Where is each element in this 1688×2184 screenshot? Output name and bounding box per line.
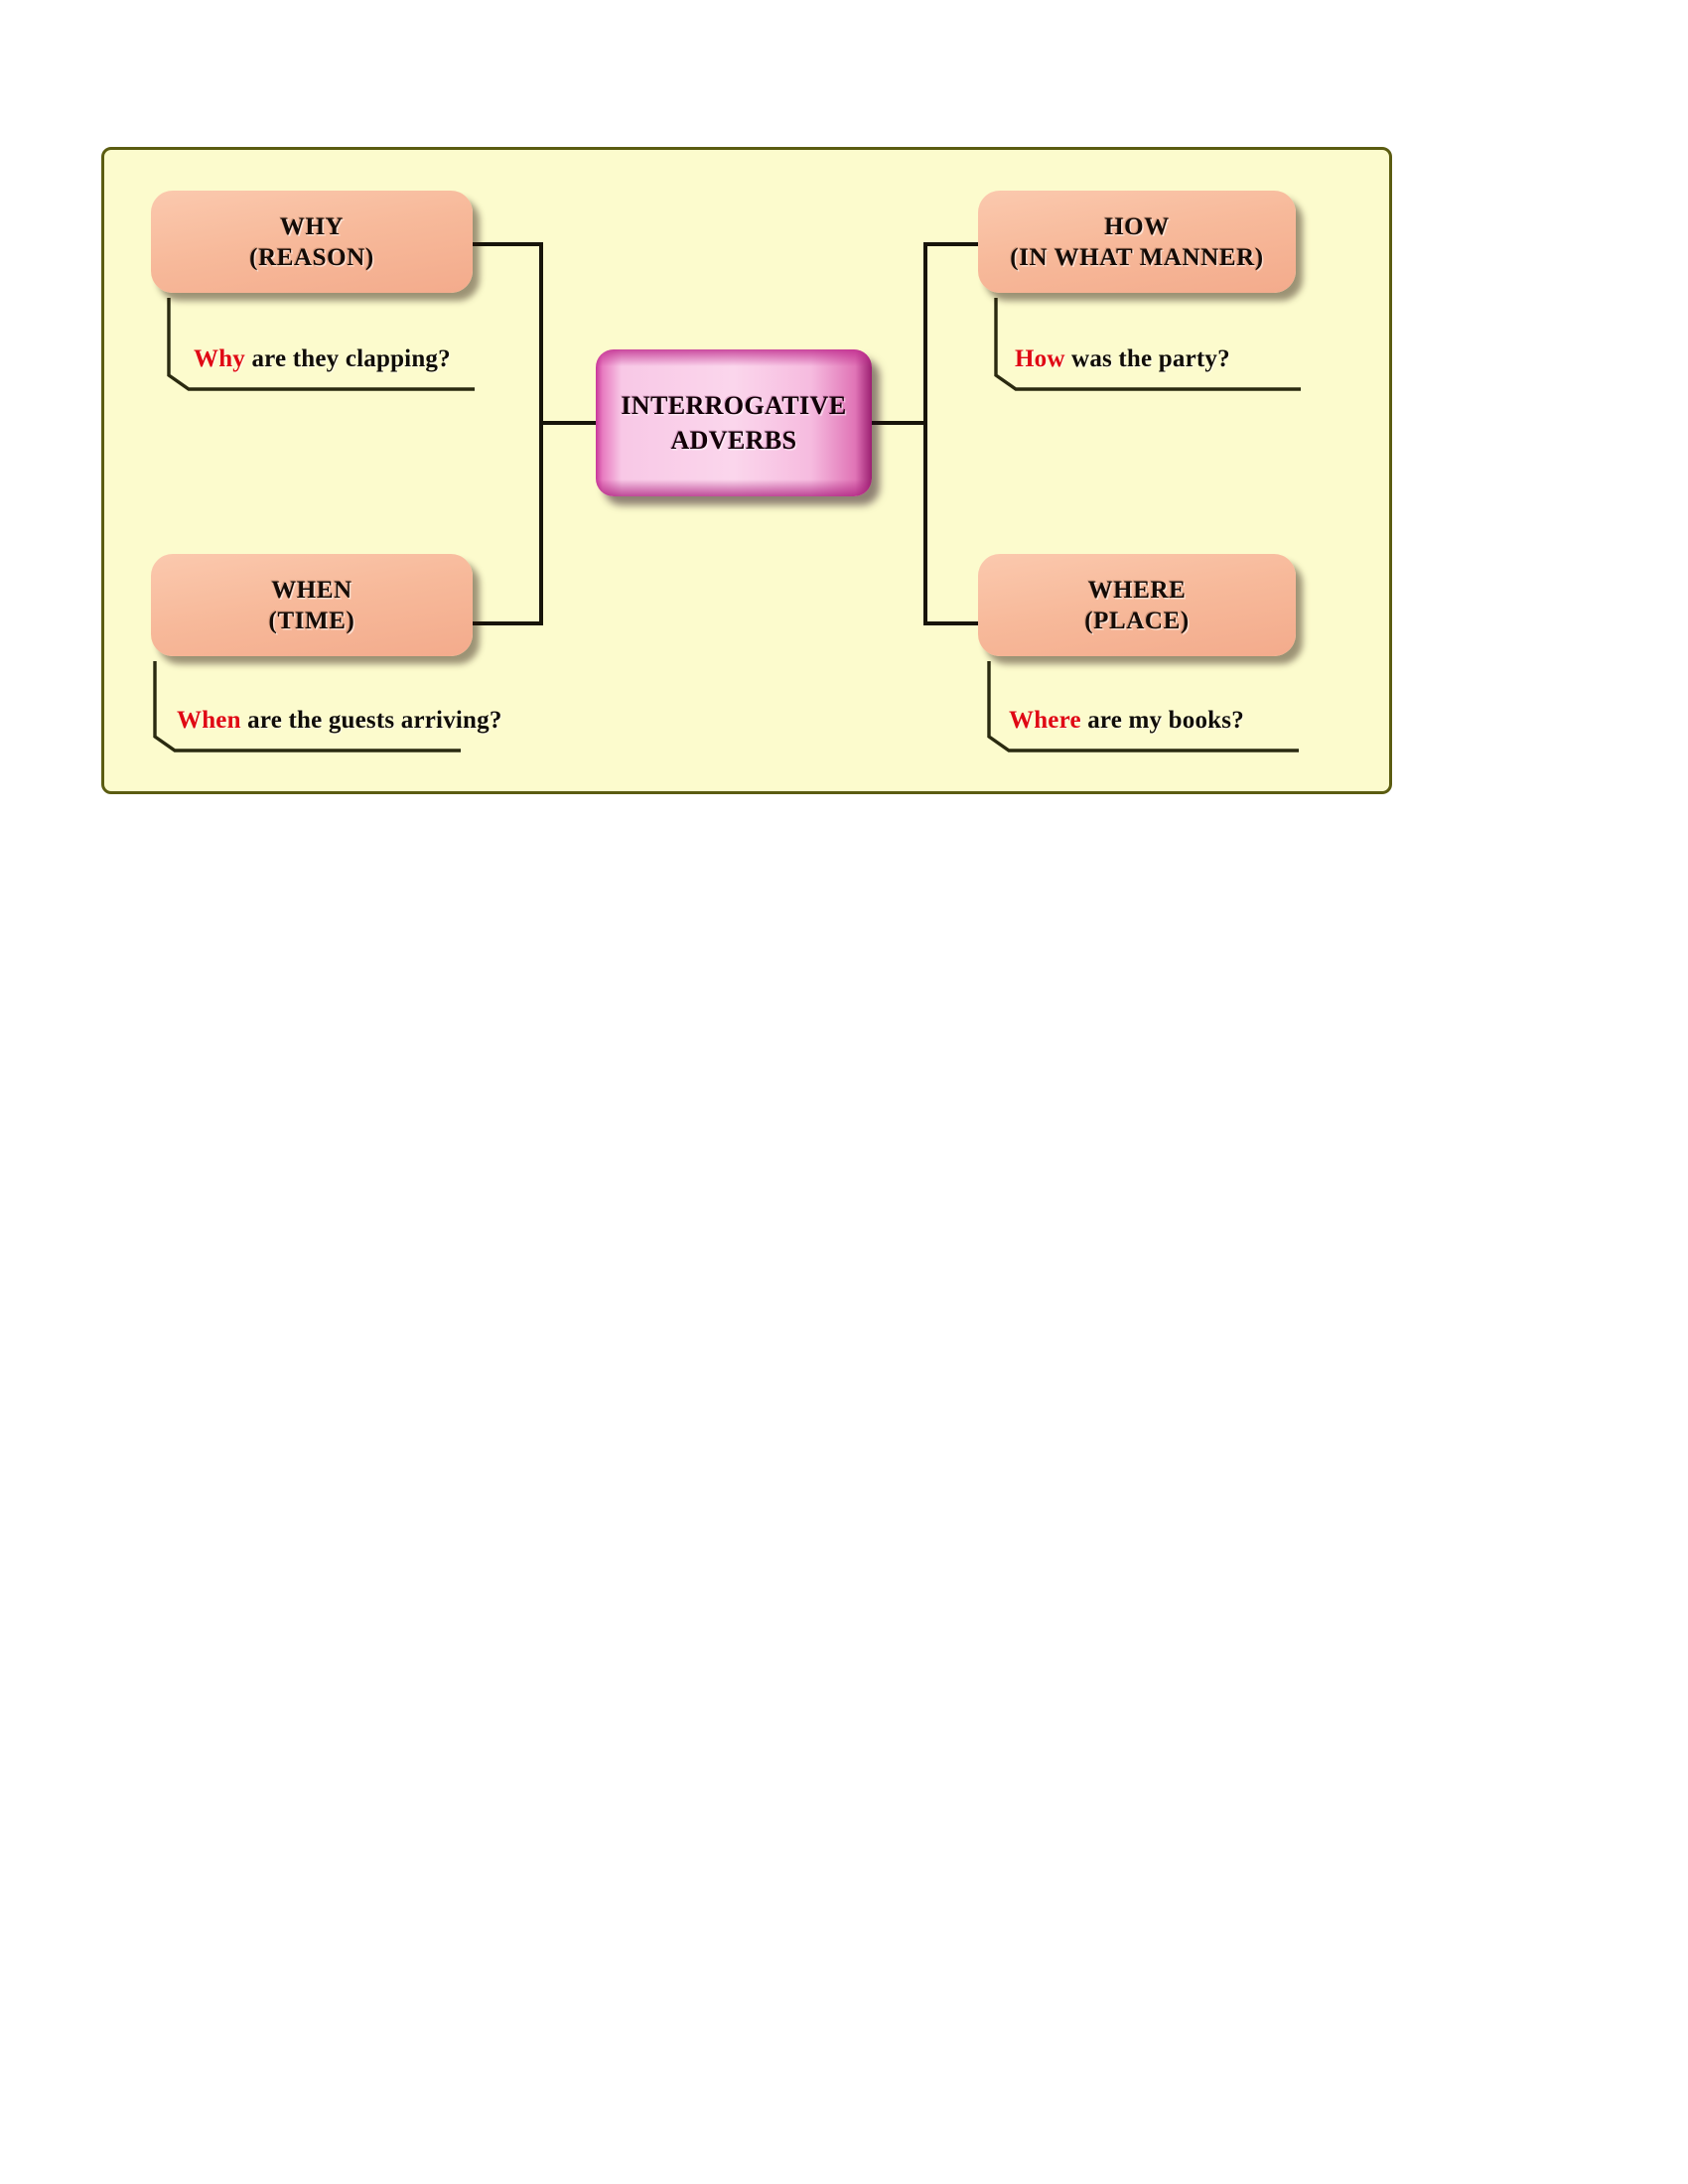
branch-word-where: WHERE: [1087, 576, 1187, 604]
branch-meaning-where: (PLACE): [1084, 607, 1190, 634]
branch-box-why[interactable]: WHY (REASON): [151, 191, 473, 293]
branch-word-how: HOW: [1104, 212, 1170, 240]
example-rest-how: was the party?: [1064, 345, 1230, 372]
branch-meaning-why: (REASON): [249, 243, 374, 271]
example-keyword-how: How: [1015, 345, 1065, 372]
example-rest-when: are the guests arriving?: [240, 707, 502, 734]
branch-meaning-when: (TIME): [268, 607, 355, 634]
example-where: Where are my books?: [1009, 707, 1244, 735]
example-keyword-where: Where: [1009, 707, 1081, 734]
example-rest-why: are they clapping?: [245, 345, 451, 372]
branch-meaning-how: (IN WHAT MANNER): [1010, 243, 1264, 271]
branch-word-why: WHY: [279, 212, 345, 240]
branch-box-how[interactable]: HOW (IN WHAT MANNER): [978, 191, 1296, 293]
center-node[interactable]: INTERROGATIVE ADVERBS: [596, 349, 872, 496]
branch-word-when: WHEN: [271, 576, 352, 604]
branch-box-when[interactable]: WHEN (TIME): [151, 554, 473, 656]
example-keyword-when: When: [177, 707, 241, 734]
center-title-line1: INTERROGATIVE: [621, 390, 847, 420]
example-keyword-why: Why: [194, 345, 246, 372]
example-why: Why are they clapping?: [194, 345, 451, 373]
example-how: How was the party?: [1015, 345, 1230, 373]
example-when: When are the guests arriving?: [177, 707, 502, 735]
center-title-line2: ADVERBS: [670, 426, 797, 455]
branch-box-where[interactable]: WHERE (PLACE): [978, 554, 1296, 656]
example-rest-where: are my books?: [1080, 707, 1244, 734]
